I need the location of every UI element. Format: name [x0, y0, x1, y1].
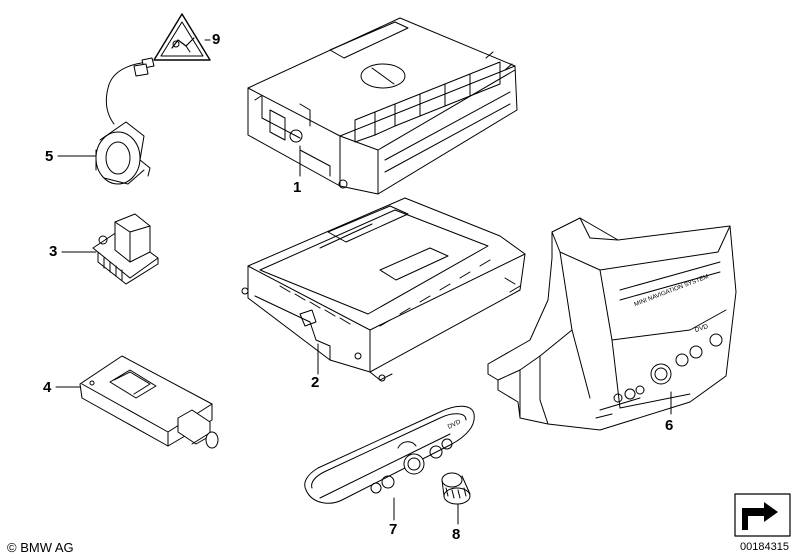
callout-3[interactable]: 3: [49, 243, 58, 260]
navigation-arrow-icon: [734, 493, 791, 537]
part-5-sensor-clamp[interactable]: [95, 57, 155, 185]
callout-5[interactable]: 5: [45, 148, 54, 165]
part-2-dvd-housing[interactable]: [241, 197, 526, 382]
part-3-relay-module[interactable]: [92, 213, 159, 285]
callout-1[interactable]: 1: [293, 179, 302, 196]
callout-9[interactable]: 9: [212, 31, 221, 48]
part-8-rotary-knob[interactable]: [441, 472, 471, 505]
callout-6[interactable]: 6: [665, 417, 674, 434]
callout-8[interactable]: 8: [452, 526, 461, 543]
part-1-dvd-drive[interactable]: [247, 17, 518, 195]
diagram-id: 00184315: [740, 541, 789, 553]
part-4-antenna-module[interactable]: [79, 355, 219, 449]
callout-7[interactable]: 7: [389, 521, 398, 538]
callout-2[interactable]: 2: [311, 374, 320, 391]
leader-lines: [55, 39, 672, 525]
part-6-navigation-unit[interactable]: [487, 217, 737, 431]
part-9-warning-label[interactable]: [153, 13, 211, 61]
copyright-text: © BMW AG: [7, 540, 74, 555]
part-7-dvd-remote[interactable]: [304, 405, 475, 504]
callout-4[interactable]: 4: [43, 379, 52, 396]
dvd-unit-label: DVD: [694, 323, 710, 334]
